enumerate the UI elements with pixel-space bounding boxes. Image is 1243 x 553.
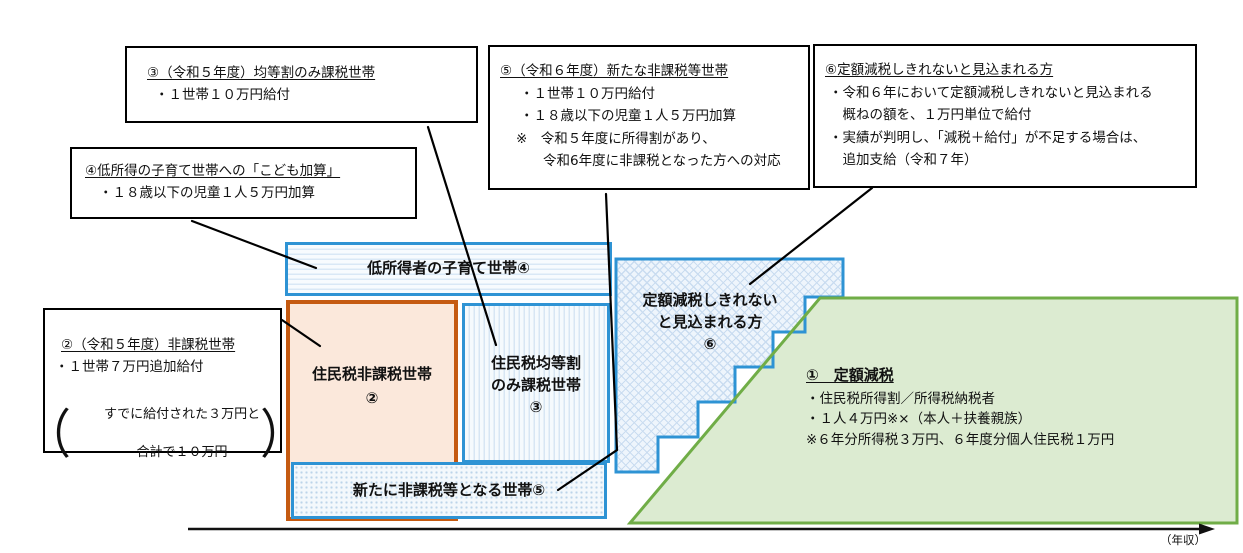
leader-line-callout4	[190, 219, 318, 270]
leader-line-callout3	[426, 125, 498, 347]
callout5-line-3: ※ 令和５年度に所得割があり、	[516, 130, 716, 147]
open-parenthesis-icon: （	[24, 402, 71, 465]
callout2-line-1: ・１世帯７万円追加給付	[55, 359, 204, 375]
callout6-line-3: ・実績が判明し、「減税＋給付」が不足する場合は、	[829, 129, 1147, 146]
callout2-note-line1: すでに給付された３万円と	[103, 407, 261, 422]
low-income-childrearing-households-box: 低所得者の子育て世帯④	[285, 242, 612, 296]
fixed-tax-reduction-area-border	[626, 296, 1239, 525]
callout2-note-line2: 合計で１０万円	[136, 445, 228, 460]
callout-child-addition: ④低所得の子育て世帯への「こども加算」 ・１８歳以下の児童１人５万円加算	[70, 147, 417, 219]
callout6-line-4: 追加支給（令和７年）	[829, 152, 978, 168]
green-line-2: ・１人４万円※×（本人＋扶養親族）	[806, 411, 1032, 427]
callout2-title: ②（令和５年度）非課税世帯	[61, 337, 236, 353]
callout5-line-2: ・１８歳以下の児童１人５万円加算	[520, 108, 736, 124]
leader-line-callout2	[280, 318, 322, 348]
callout6-line-2: 概ねの額を、１万円単位で給付	[829, 107, 1032, 123]
newly-tax-exempt-households-box: 新たに非課税等となる世帯⑤	[291, 462, 607, 519]
stair-label-line3: ⑥	[703, 335, 717, 353]
callout3-line-1: ・１世帯１０万円給付	[155, 87, 290, 103]
callout4-title: ④低所得の子育て世帯への「こども加算」	[85, 163, 341, 179]
callout6-line-1: ・令和６年において定額減税しきれないと見込まれる	[829, 84, 1153, 101]
box4-label: 低所得者の子育て世帯④	[367, 259, 530, 277]
callout-r5-tax-exempt: ②（令和５年度）非課税世帯 ・１世帯７万円追加給付 （ すでに給付された３万円と…	[25, 308, 306, 460]
fixed-tax-reduction-title: ① 定額減税	[806, 366, 894, 384]
callout5-title: ⑤（令和６年度）新たな非課税等世帯	[500, 63, 729, 79]
callout5-line-4: 令和6年度に非課税となった方への対応	[516, 153, 781, 169]
staircase-label: 定額減税しきれない と見込まれる方 ⑥	[625, 289, 795, 355]
green-line-3: ※６年分所得税３万円、６年度分個人住民税１万円	[806, 431, 1115, 448]
stair-label-line2: と見込まれる方	[657, 313, 763, 331]
callout2-note-text: すでに給付された３万円と 合計で１０万円	[71, 386, 260, 481]
callout-insufficient-reduction: ⑥定額減税しきれないと見込まれる方 ・令和６年において定額減税しきれないと見込ま…	[813, 44, 1197, 188]
callout-r5-per-capita-levy-only: ③（令和５年度）均等割のみ課税世帯 ・１世帯１０万円給付	[125, 46, 478, 123]
callout5-line-1: ・１世帯１０万円給付	[520, 85, 655, 102]
box3-label-line2: のみ課税世帯	[490, 376, 581, 394]
stair-label-line1: 定額減税しきれない	[642, 291, 778, 309]
box2-label-line2: ②	[365, 389, 379, 407]
callout3-title: ③（令和５年度）均等割のみ課税世帯	[147, 65, 376, 81]
green-line-1: ・住民税所得割／所得税納税者	[806, 390, 995, 407]
leader-line-callout5	[556, 192, 619, 492]
fixed-tax-reduction-text: ① 定額減税 ・住民税所得割／所得税納税者 ・１人４万円※×（本人＋扶養親族） …	[806, 365, 1236, 450]
callout4-line-1: ・１８歳以下の児童１人５万円加算	[99, 185, 315, 201]
leader-line-callout6	[748, 186, 874, 286]
callout-r6-newly-exempt: ⑤（令和６年度）新たな非課税等世帯 ・１世帯１０万円給付 ・１８歳以下の児童１人…	[488, 45, 810, 190]
box2-label-line1: 住民税非課税世帯	[311, 365, 432, 383]
per-capita-levy-only-households-box: 住民税均等割 のみ課税世帯 ③	[462, 303, 610, 463]
income-axis-label: （年収）	[1160, 533, 1206, 547]
box3-label-line1: 住民税均等割	[490, 354, 581, 372]
income-axis-arrowhead-icon	[1199, 523, 1215, 535]
box3-label-line3: ③	[529, 398, 543, 416]
callout6-title: ⑥定額減税しきれないと見込まれる方	[825, 62, 1054, 78]
box5-label: 新たに非課税等となる世帯⑤	[352, 481, 546, 499]
